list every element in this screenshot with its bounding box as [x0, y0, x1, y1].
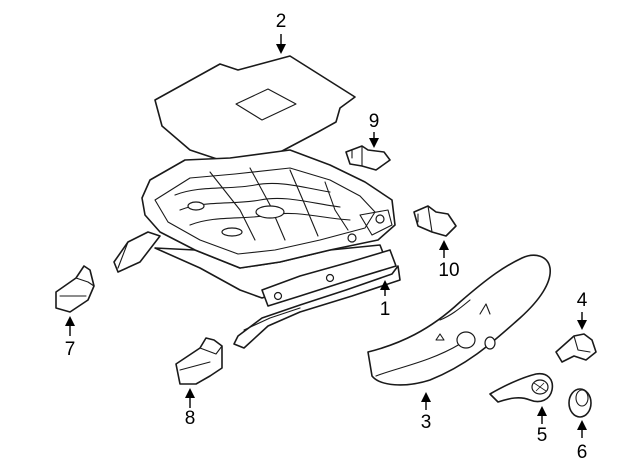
part-2-seat-cushion-pad — [154, 55, 356, 166]
part-3-side-shield — [367, 254, 551, 386]
callout-10: 10 — [438, 260, 459, 281]
callout-3: 3 — [421, 412, 432, 433]
part-7-end-cover — [55, 265, 95, 313]
callout-7: 7 — [65, 339, 76, 360]
callout-9: 9 — [369, 111, 380, 132]
part-5-handle — [489, 372, 554, 403]
callout-labels: 2 9 10 1 7 8 3 4 5 6 — [65, 11, 588, 463]
callout-4: 4 — [577, 290, 588, 311]
part-9-bracket — [345, 145, 391, 171]
part-10-bracket — [413, 205, 457, 237]
part-8-end-cover — [175, 337, 223, 385]
callout-arrows — [65, 34, 587, 438]
callout-5: 5 — [537, 425, 548, 446]
part-4-clip — [555, 333, 597, 363]
callout-8: 8 — [185, 408, 196, 429]
callout-1: 1 — [380, 299, 391, 320]
callout-2: 2 — [276, 11, 287, 32]
part-6-knob — [568, 388, 592, 418]
callout-6: 6 — [577, 442, 588, 463]
part-1-seat-frame — [113, 149, 401, 349]
